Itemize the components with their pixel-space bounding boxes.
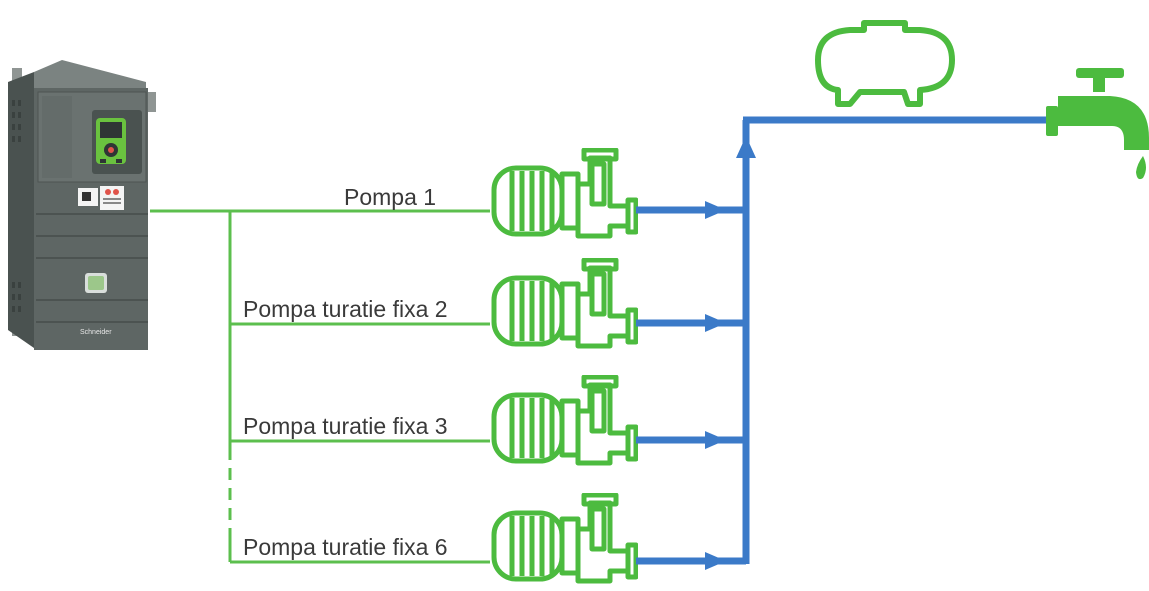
pump-label-6: Pompa turatie fixa 6	[243, 534, 448, 560]
drive-brand: Schneider	[80, 329, 112, 336]
water-pipes	[636, 116, 1048, 565]
pump-icon	[494, 495, 636, 581]
pump-label-2: Pompa turatie fixa 2	[243, 296, 448, 322]
drive-keypad	[92, 110, 142, 174]
pump-icon	[494, 260, 636, 346]
power-lines	[150, 209, 490, 564]
pump-icon	[494, 150, 636, 236]
pump-icon	[494, 377, 636, 463]
flow-arrow-icon	[705, 136, 756, 570]
pump-label-1: Pompa 1	[344, 184, 436, 210]
water-tap-icon	[1046, 68, 1149, 180]
pump-label-3: Pompa turatie fixa 3	[243, 413, 448, 439]
pressure-tank-icon	[815, 20, 955, 107]
variable-frequency-drive: Schneider	[8, 60, 156, 350]
